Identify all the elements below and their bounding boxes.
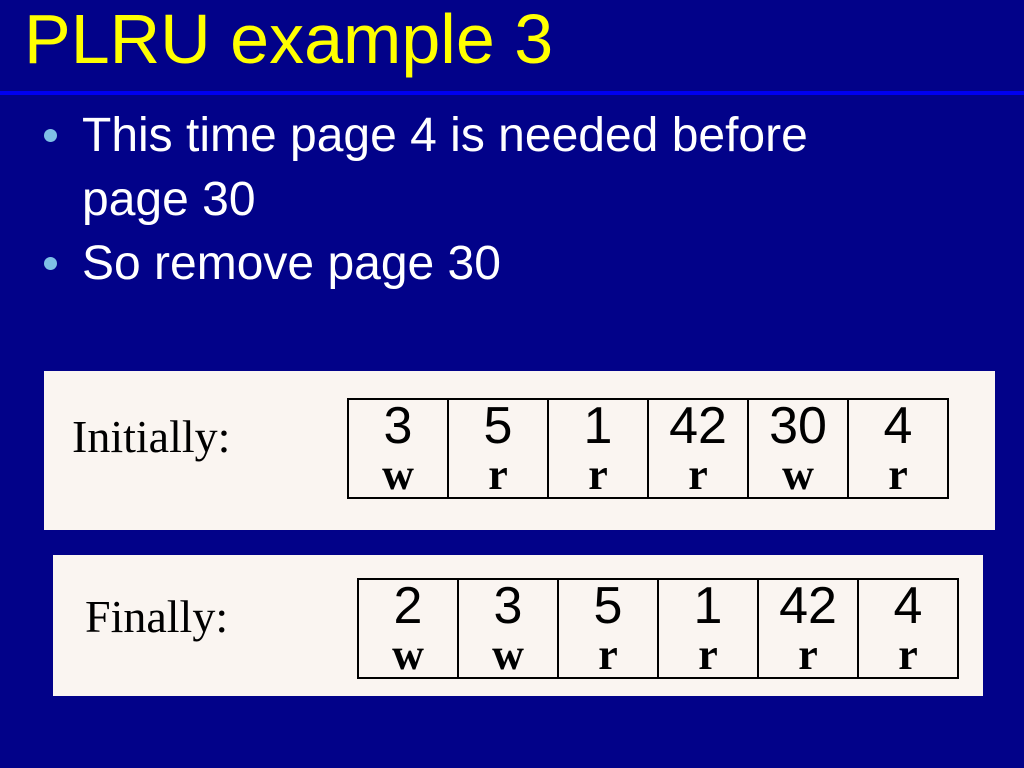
page-number: 4 (893, 577, 923, 635)
access-type: r (488, 450, 508, 499)
page-number: 1 (583, 397, 613, 455)
title-underline-rule (0, 91, 1024, 95)
page-number: 1 (693, 577, 723, 635)
access-type: r (798, 630, 818, 679)
access-type: r (888, 450, 908, 499)
bullet-text: So remove page 30 (82, 237, 501, 290)
access-type: r (698, 630, 718, 679)
access-type: w (782, 450, 814, 499)
bullet-item: This time page 4 is needed before page 3… (44, 104, 904, 232)
page-number: 30 (769, 397, 827, 455)
access-type: w (492, 630, 524, 679)
slide-title: PLRU example 3 (24, 0, 554, 78)
bullet-item: So remove page 30 (44, 232, 904, 296)
access-type: w (382, 450, 414, 499)
page-number: 2 (393, 577, 423, 635)
access-type: r (688, 450, 708, 499)
access-type: r (588, 450, 608, 499)
panel-label: Finally: (85, 591, 229, 642)
bullet-list: This time page 4 is needed before page 3… (44, 104, 904, 296)
bullet-dot-icon (44, 129, 57, 142)
panel-label: Initially: (72, 411, 231, 462)
access-type: r (598, 630, 618, 679)
access-type: r (898, 630, 918, 679)
bullet-text: This time page 4 is needed before page 3… (82, 109, 808, 226)
page-number: 5 (593, 577, 623, 635)
page-number: 3 (383, 397, 413, 455)
page-number: 3 (493, 577, 523, 635)
page-number: 5 (483, 397, 513, 455)
page-number: 42 (779, 577, 837, 635)
bullet-dot-icon (44, 257, 57, 270)
page-number: 42 (669, 397, 727, 455)
access-type: w (392, 630, 424, 679)
page-number: 4 (883, 397, 913, 455)
